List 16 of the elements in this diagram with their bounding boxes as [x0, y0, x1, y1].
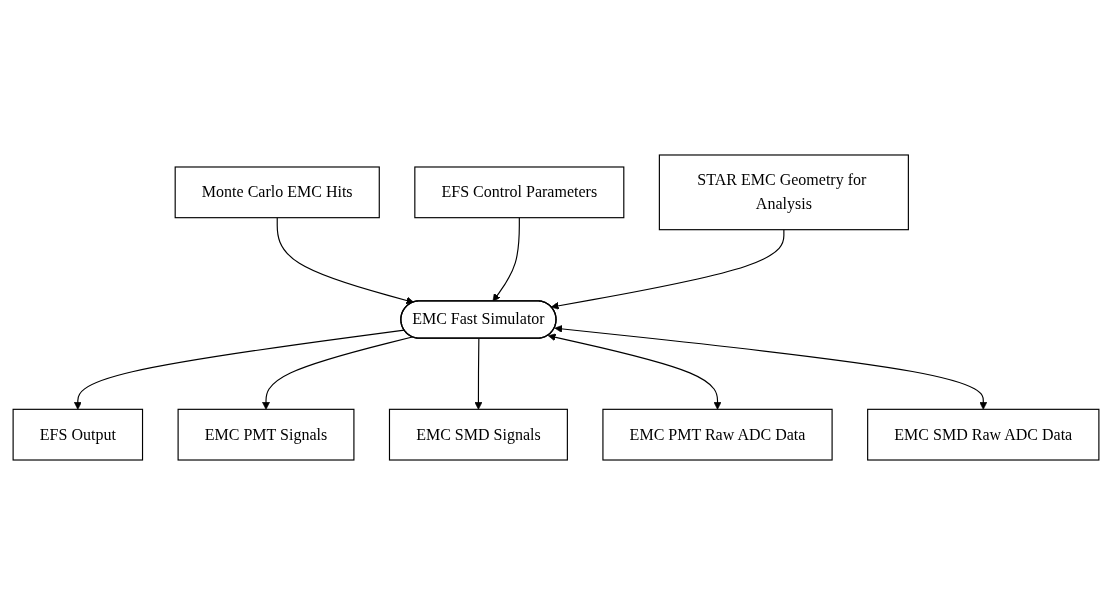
node-box: EMC SMD Signals	[388, 408, 568, 461]
node-box: STAR EMC Geometry for Analysis	[658, 154, 909, 231]
arrow	[262, 336, 413, 410]
node-box: EMC PMT Raw ADC Data	[602, 408, 833, 461]
arrow	[554, 325, 988, 410]
arrow	[492, 217, 520, 302]
arrow	[474, 338, 483, 410]
node-box: EFS Control Parameters	[414, 166, 625, 219]
node-box: EMC SMD Raw ADC Data	[867, 408, 1100, 461]
arrow	[547, 333, 722, 410]
arrow	[73, 329, 405, 410]
node-box: EFS Output	[12, 408, 144, 461]
node-box: Monte Carlo EMC Hits	[174, 166, 380, 219]
arrow	[276, 217, 415, 305]
arrow	[550, 229, 785, 310]
node-box: EMC PMT Signals	[177, 408, 355, 461]
